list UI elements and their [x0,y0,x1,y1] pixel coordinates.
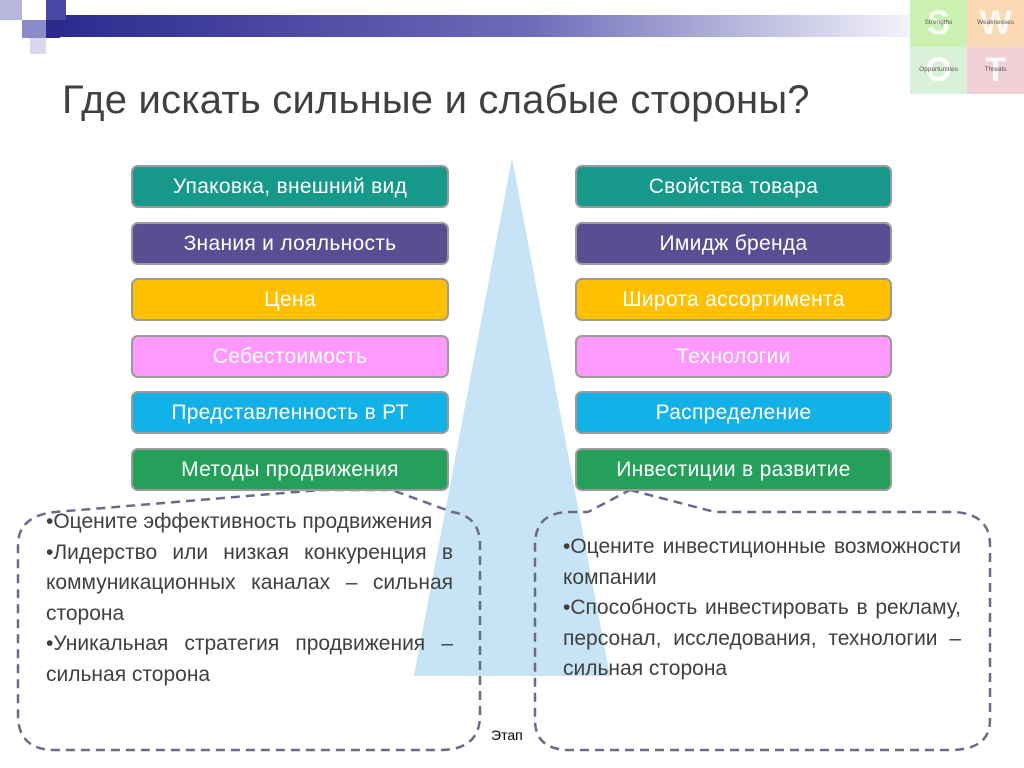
left-box-awareness: Знания и лояльность [131,222,449,265]
swot-opportunities: O Opportunities [910,47,967,94]
right-callout-text: •Оцените инвестиционные возможности комп… [563,532,961,685]
swot-letter-w: W [979,4,1012,42]
swot-strengths-label: Strengths [924,19,953,26]
swot-letter-o: O [925,51,952,89]
stage-triangle [414,158,610,676]
left-callout-text: •Оцените эффективность продвижения •Лиде… [46,507,453,690]
swot-threats-label: Threats [984,66,1007,73]
right-box-brand-image: Имидж бренда [575,222,892,265]
left-box-promotion: Методы продвижения [131,448,449,491]
swot-weaknesses: W Weaknesses [967,0,1024,47]
swot-letter-t: T [985,51,1006,89]
swot-strengths: S Strengths [910,0,967,47]
right-box-assortment: Широта ассортимента [575,278,892,321]
swot-threats: T Threats [967,47,1024,94]
right-box-investment: Инвестиции в развитие [575,448,892,491]
header-decoration [0,0,910,54]
left-box-price: Цена [131,278,449,321]
right-box-technology: Технологии [575,335,892,378]
slide-title: Где искать сильные и слабые стороны? [62,78,810,122]
left-box-packaging: Упаковка, внешний вид [131,165,449,208]
left-callout-bubble [16,488,482,752]
swot-thumbnail: S Strengths W Weaknesses O Opportunities… [910,0,1024,94]
left-box-presence: Представленность в РТ [131,391,449,434]
left-callout-item: •Оцените эффективность продвижения [46,510,433,533]
left-callout-item: •Уникальная стратегия продвижения – силь… [46,632,453,686]
right-callout-item: •Способность инвестировать в рекламу, пе… [563,596,961,680]
swot-weaknesses-label: Weaknesses [976,19,1015,26]
swot-opportunities-label: Opportunities [919,66,958,73]
left-callout-item: •Лидерство или низкая конкуренция в комм… [46,540,453,625]
right-callout-item: •Оцените инвестиционные возможности комп… [563,535,961,589]
right-box-distribution: Распределение [575,391,892,434]
stage-label: Этап [491,727,523,743]
left-box-cost: Себестоимость [131,335,449,378]
swot-letter-s: S [927,4,950,42]
right-box-properties: Свойства товара [575,165,892,208]
